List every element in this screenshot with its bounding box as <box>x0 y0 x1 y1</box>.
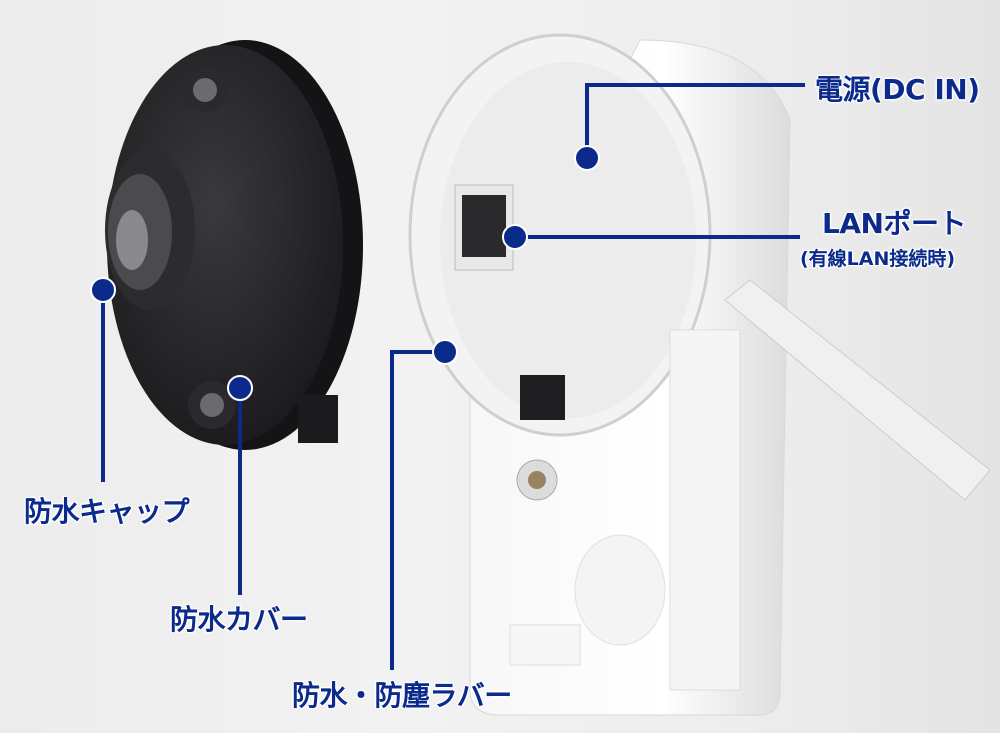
label-lan-port: LANポート <box>822 207 966 240</box>
power-dot <box>574 145 600 171</box>
lan-dot <box>502 224 528 250</box>
rubber-dot <box>432 339 458 365</box>
label-power: 電源(DC IN) <box>815 73 980 106</box>
label-lan-port-note: (有線LAN接続時) <box>800 248 956 270</box>
cover-dot <box>227 375 253 401</box>
callout-lines <box>101 83 805 670</box>
label-waterproof-cap: 防水キャップ <box>24 495 190 528</box>
label-waterproof-cover: 防水カバー <box>170 603 308 636</box>
camera-body-image <box>408 33 991 716</box>
label-dust-rubber: 防水・防塵ラバー <box>292 679 512 712</box>
waterproof-cover-image <box>105 40 363 450</box>
cap-dot <box>90 277 116 303</box>
callout-dots <box>90 145 600 401</box>
